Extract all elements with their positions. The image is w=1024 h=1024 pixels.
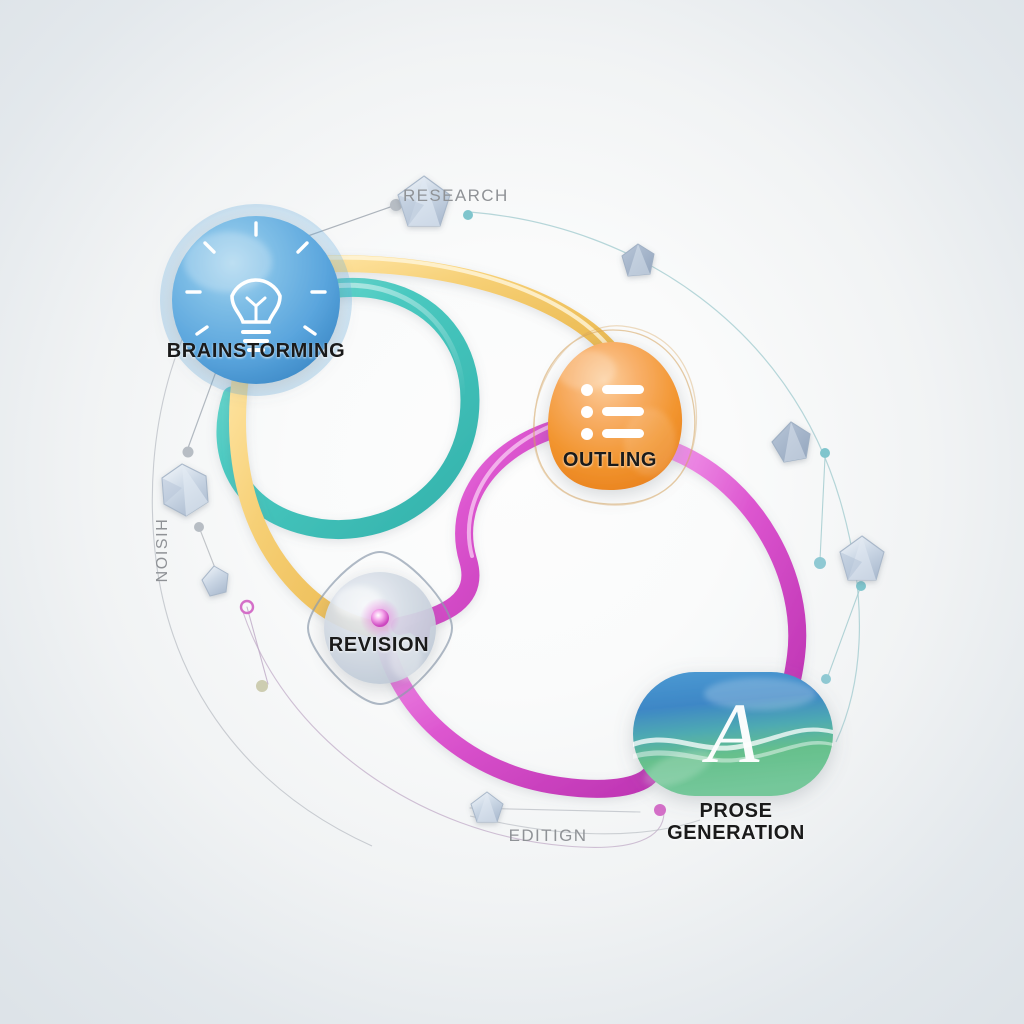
crystal-editing <box>470 791 504 823</box>
crystal-lower-left <box>201 565 229 597</box>
crystal-mid-right <box>771 421 811 463</box>
crystal-cluster <box>161 175 885 823</box>
satellite-dots <box>182 199 866 816</box>
diamond-node-icon <box>371 609 389 627</box>
crystal-research <box>397 175 451 227</box>
node-revision[interactable] <box>306 550 454 706</box>
crystal-far-right <box>839 535 885 581</box>
script-a-icon: A <box>702 685 760 781</box>
outline-rings <box>532 325 698 506</box>
diamond-frame <box>306 550 454 706</box>
node-outlining[interactable] <box>532 325 698 506</box>
bullet-list-icon <box>581 384 644 440</box>
crystal-top-right <box>621 243 655 277</box>
lightbulb-icon <box>185 221 327 352</box>
node-brainstorming[interactable] <box>160 204 352 396</box>
node-prose-generation[interactable]: A <box>633 672 833 796</box>
crystal-revision-orbit <box>161 463 209 517</box>
